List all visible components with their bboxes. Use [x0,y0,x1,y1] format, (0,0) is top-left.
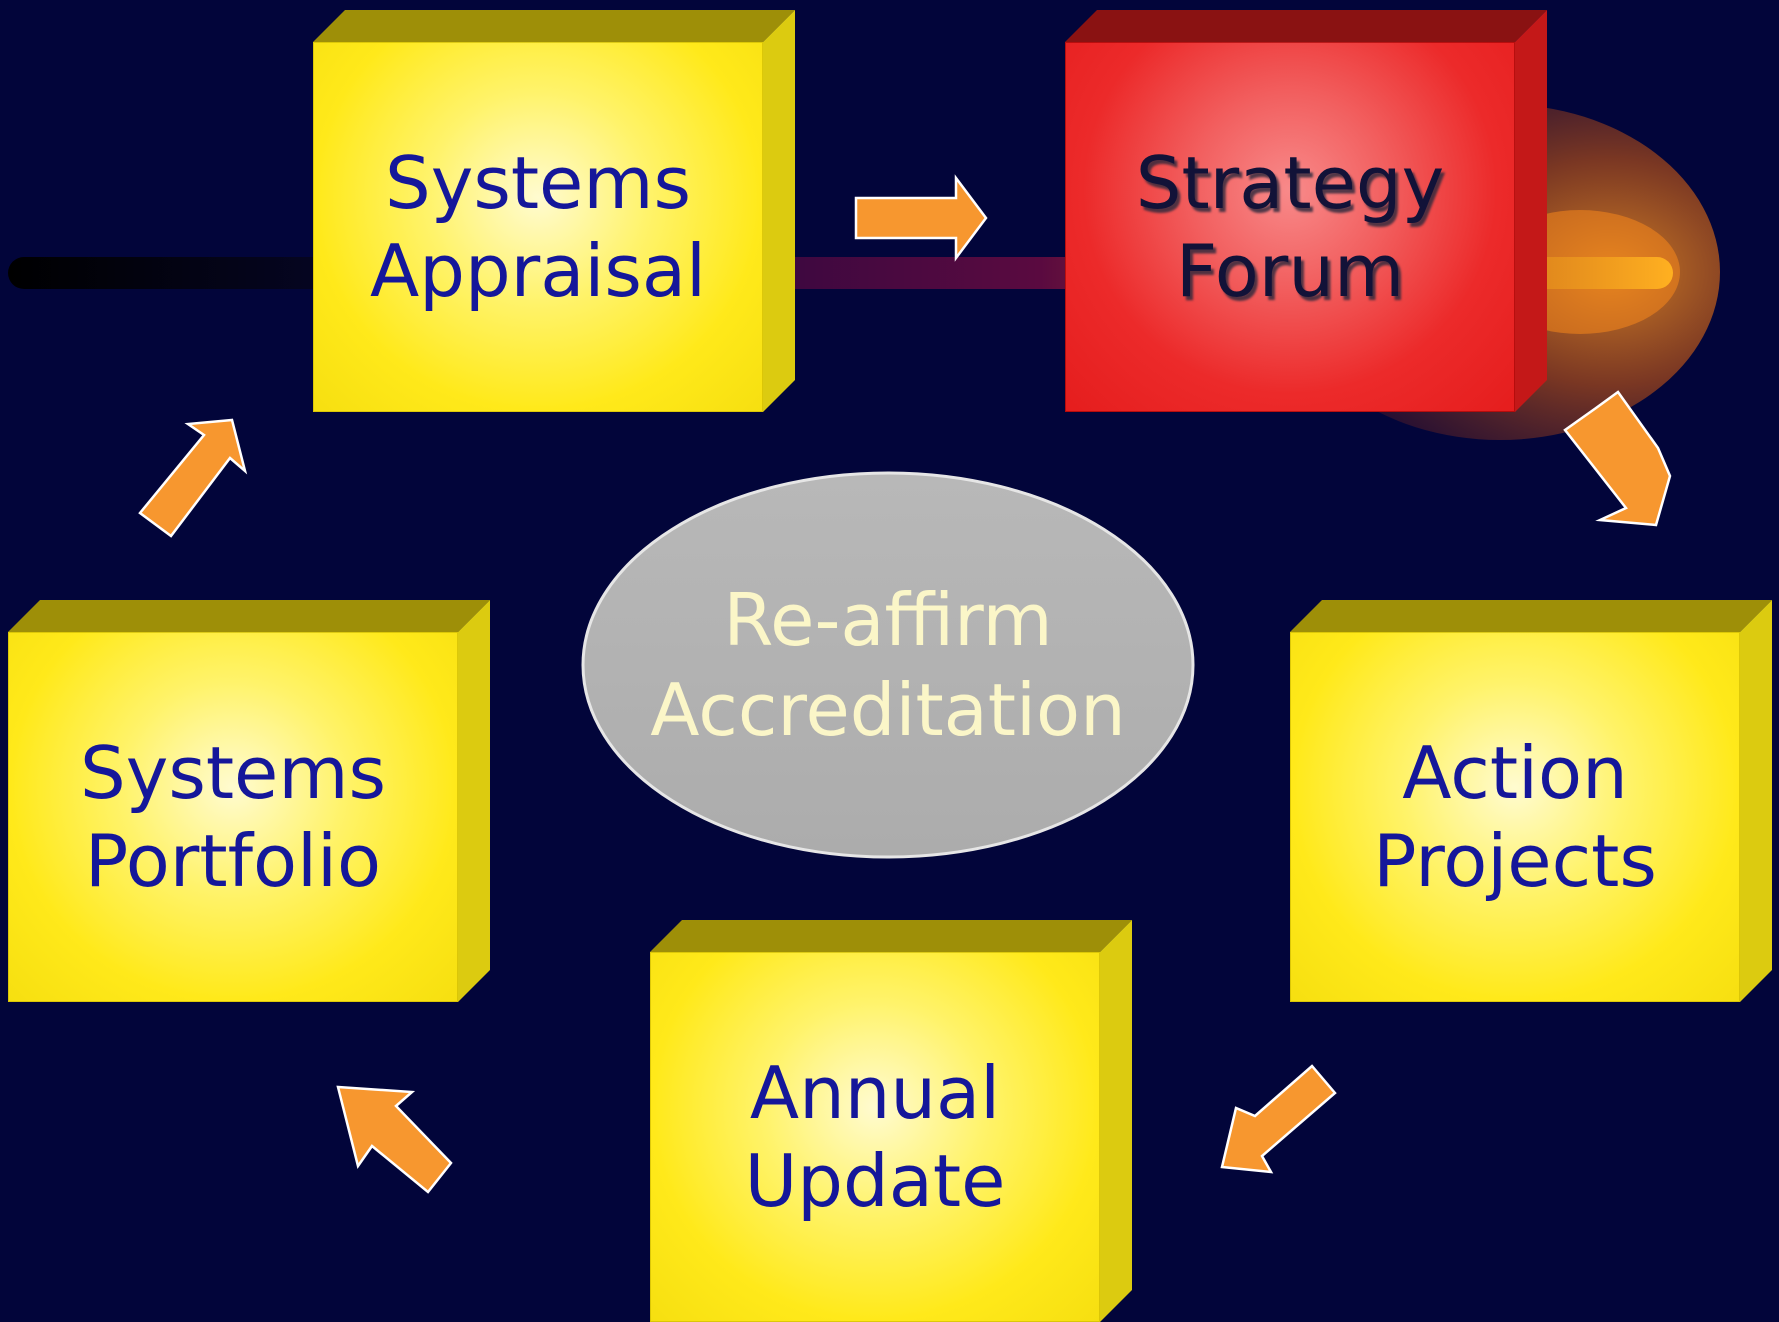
center-label-line2: Accreditation [650,668,1126,752]
node-label: Systems Portfolio [8,632,458,1002]
arrow-forum-to-action [1563,390,1672,527]
box-front-face [650,952,1100,1322]
box-front-face [1065,42,1515,412]
node-label: Strategy Forum [1065,42,1515,412]
box-side-face [763,10,795,412]
box-side-face [1515,10,1547,412]
node-label-line2: Appraisal [369,229,707,313]
box-top-face [313,10,795,42]
node-label-line1: Strategy [1135,141,1445,225]
node-label-line2: Update [744,1139,1006,1223]
center-ellipse [581,471,1195,859]
node-label-line1: Annual [749,1051,1001,1135]
box-top-face [1065,10,1547,42]
box-front-face [8,632,458,1002]
arrow-action-to-annual [1220,1064,1337,1174]
center-label-line1: Re-affirm [723,578,1053,662]
arrow-appraisal-to-forum [854,174,988,262]
box-top-face [8,600,490,632]
box-front-face [1290,632,1740,1002]
box-top-face [1290,600,1772,632]
arrow-portfolio-to-appraisal [138,418,248,538]
box-side-face [1740,600,1772,1002]
node-label-line2: Portfolio [84,819,382,903]
node-label-line1: Systems [385,141,691,225]
node-label: Annual Update [650,952,1100,1322]
box-side-face [1100,920,1132,1322]
node-label-line1: Systems [80,731,386,815]
box-side-face [458,600,490,1002]
node-label-line2: Forum [1175,229,1405,313]
box-top-face [650,920,1132,952]
center-label: Re-affirm Accreditation [582,472,1194,858]
node-label-line2: Projects [1373,819,1657,903]
arrow-annual-to-portfolio [336,1085,453,1194]
node-label: Systems Appraisal [313,42,763,412]
node-label-line1: Action [1402,731,1628,815]
node-label: Action Projects [1290,632,1740,1002]
box-front-face [313,42,763,412]
